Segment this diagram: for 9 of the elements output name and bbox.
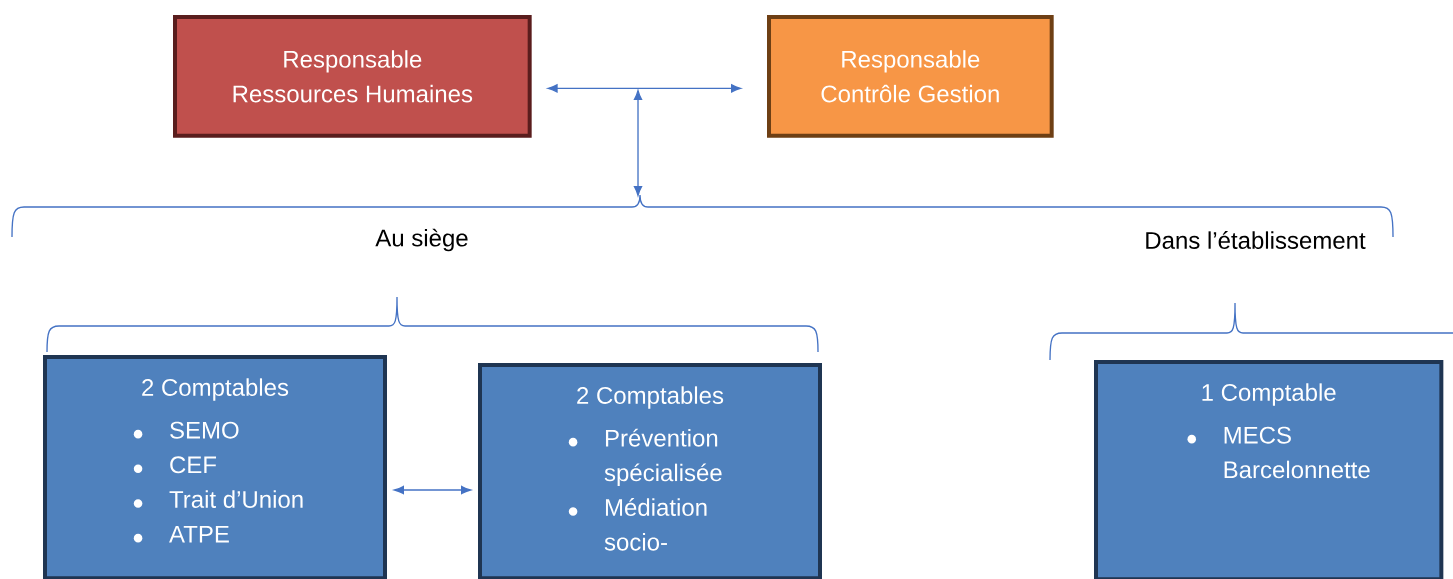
section-label: Dans l’établissement bbox=[1146, 231, 1366, 249]
list-box: 2 Comptables Prévention spécialisée Médiation socio- bbox=[478, 363, 822, 579]
arrow bbox=[394, 485, 471, 495]
section-label: Au siège bbox=[375, 228, 468, 252]
list-box: 2 Comptables SEMO CEF Trait d’Union ATPE bbox=[43, 355, 387, 579]
list-box: 1 Comptable MECS Barcelonnette bbox=[1094, 360, 1444, 579]
arrow bbox=[547, 84, 741, 93]
title-box: Responsable Contrôle Gestion bbox=[767, 15, 1054, 138]
title-box: Responsable Ressources Humaines bbox=[173, 15, 532, 138]
